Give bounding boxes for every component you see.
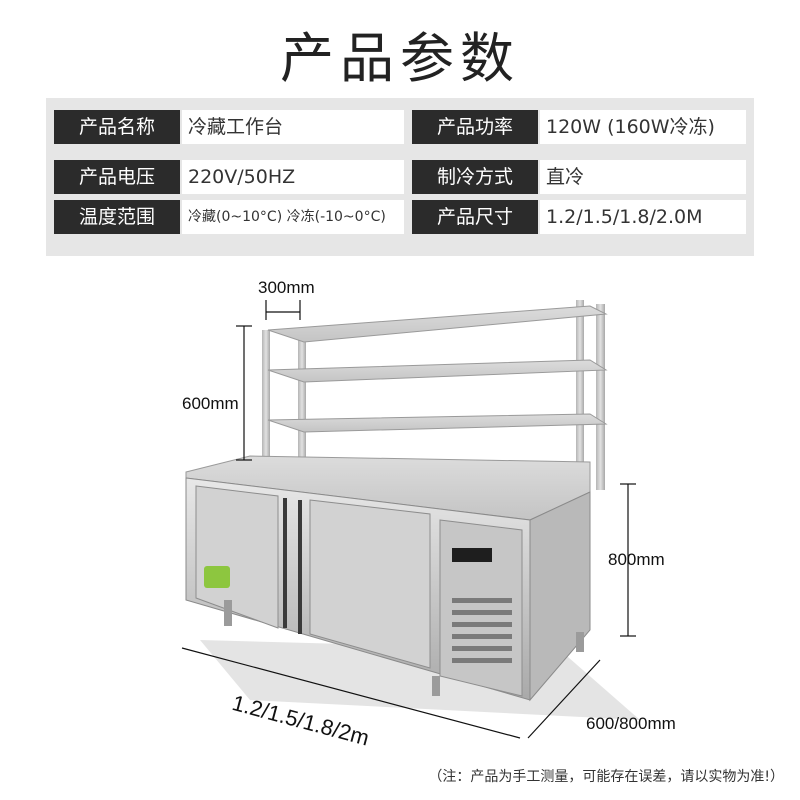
spec-label: 产品功率 [412, 110, 538, 144]
door-handle [283, 498, 287, 628]
shelf-posts [262, 300, 605, 490]
spec-table: 产品名称 冷藏工作台 产品功率 120W (160W冷冻) 产品电压 220V/… [46, 98, 754, 256]
legs [224, 600, 584, 696]
temperature-display [452, 548, 492, 562]
dimension-lines [181, 300, 636, 739]
door-right [309, 499, 431, 669]
eco-badge-icon [204, 566, 230, 588]
spec-row: 产品名称 冷藏工作台 产品功率 120W (160W冷冻) [54, 110, 746, 144]
vent-grille [452, 598, 512, 663]
spec-value: 冷藏(0~10°C) 冷冻(-10~0°C) [182, 200, 404, 234]
dimension-label-shelf-spacing: 300mm [258, 278, 315, 297]
control-panel [439, 519, 523, 697]
spec-value: 冷藏工作台 [182, 110, 404, 144]
spec-label: 产品电压 [54, 160, 180, 194]
spec-value: 220V/50HZ [182, 160, 404, 194]
spec-row: 温度范围 冷藏(0~10°C) 冷冻(-10~0°C) 产品尺寸 1.2/1.5… [54, 200, 746, 234]
door-handle [298, 500, 302, 634]
cabinet-side [529, 491, 591, 702]
spec-value: 1.2/1.5/1.8/2.0M [540, 200, 746, 234]
spec-value: 120W (160W冷冻) [540, 110, 746, 144]
shelves [267, 305, 608, 433]
dimension-label-cabinet-height: 800mm [608, 550, 665, 569]
spec-value: 直冷 [540, 160, 746, 194]
door-left [195, 485, 279, 629]
spec-label: 产品名称 [54, 110, 180, 144]
spec-label: 产品尺寸 [412, 200, 538, 234]
spec-label: 温度范围 [54, 200, 180, 234]
dimension-label-shelf-height: 600mm [182, 394, 239, 413]
footnote: （注：产品为手工测量，可能存在误差，请以实物为准!） [428, 769, 784, 785]
dimension-label-depth: 600/800mm [586, 714, 676, 733]
page-title: 产品参数 [280, 27, 520, 90]
spec-row: 产品电压 220V/50HZ 制冷方式 直冷 [54, 160, 746, 194]
spec-label: 制冷方式 [412, 160, 538, 194]
